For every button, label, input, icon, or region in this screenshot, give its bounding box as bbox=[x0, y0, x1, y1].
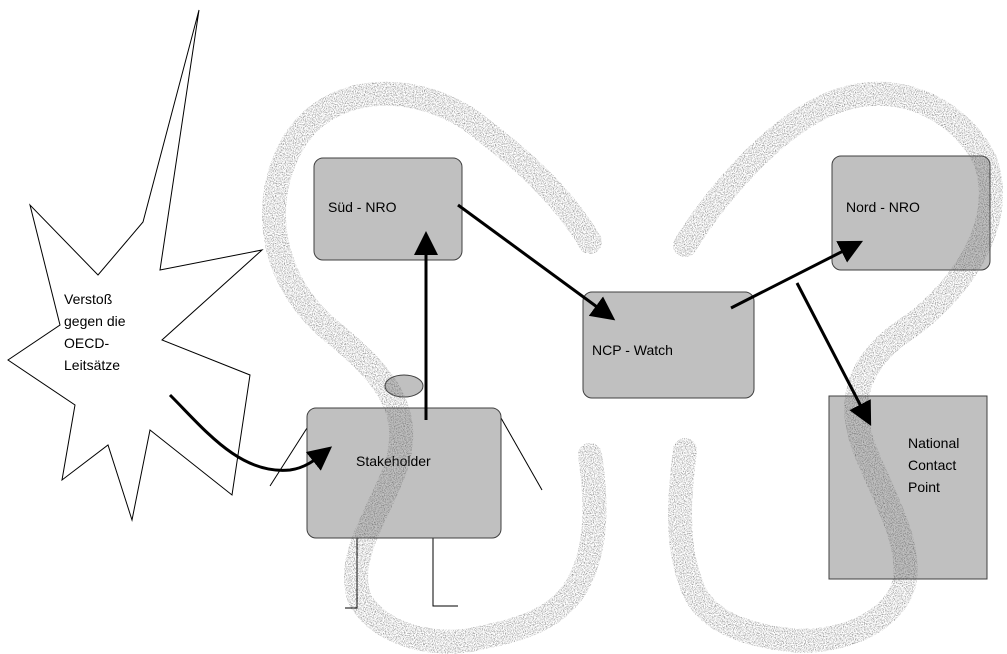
ncp-watch-label: NCP - Watch bbox=[592, 342, 673, 358]
burst-line-2: gegen die bbox=[64, 313, 126, 329]
burst-line-4: Leitsätze bbox=[64, 357, 120, 373]
burst-line-1: Verstoß bbox=[64, 291, 112, 307]
starburst-text: Verstoß gegen die OECD- Leitsätze bbox=[64, 291, 126, 373]
ncp-label-line-2: Contact bbox=[908, 457, 956, 473]
arrow-to-national-contact-point bbox=[795, 282, 872, 426]
ncp-label-line-3: Point bbox=[908, 479, 940, 495]
arrow-sued-nro-to-ncp-watch bbox=[457, 203, 616, 321]
burst-line-3: OECD- bbox=[64, 335, 109, 351]
ncp-watch-box bbox=[582, 291, 755, 399]
right-arm-line bbox=[500, 417, 543, 491]
violation-starburst bbox=[7, 9, 264, 522]
sued-nro-label: Süd - NRO bbox=[328, 199, 397, 215]
left-arm-line bbox=[269, 427, 308, 487]
right-leg-line bbox=[432, 538, 458, 607]
ncp-label-line-1: National bbox=[908, 435, 959, 451]
arrow-burst-to-stakeholder bbox=[168, 393, 333, 472]
arrow-ncp-watch-to-nord-nro bbox=[730, 240, 864, 310]
band-left bbox=[262, 81, 607, 654]
nord-nro-label: Nord - NRO bbox=[846, 199, 920, 215]
